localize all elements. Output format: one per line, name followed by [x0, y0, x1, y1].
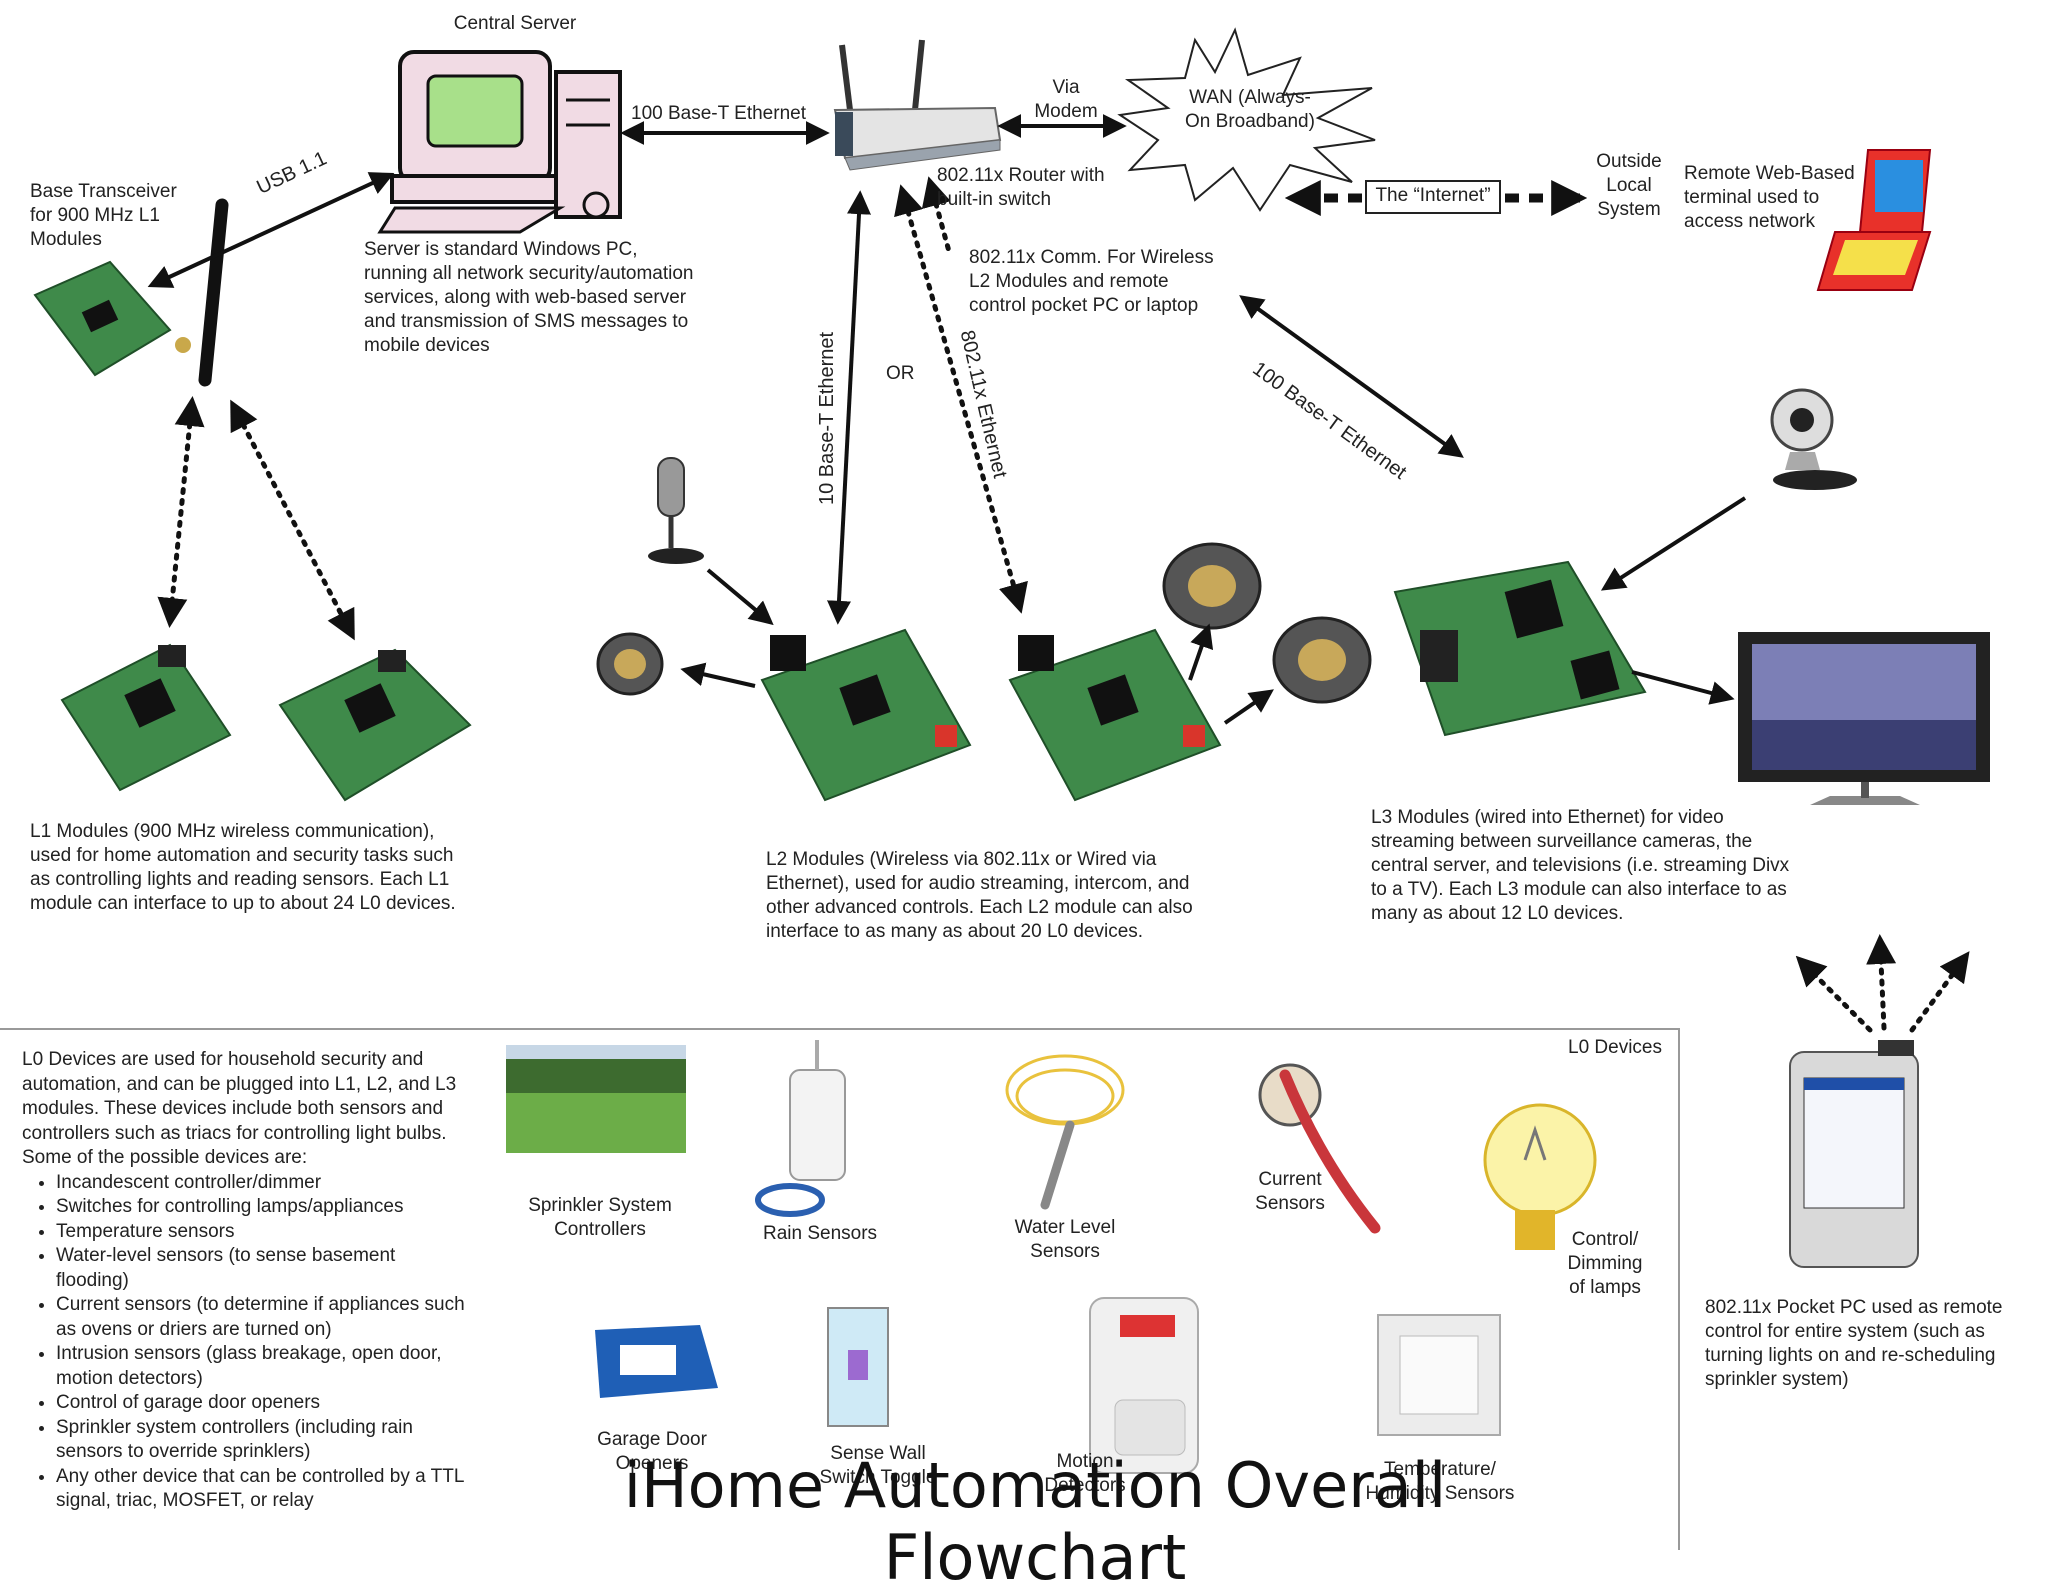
mic-to-l2-arrow — [706, 568, 774, 626]
webcam-icon — [1770, 388, 1857, 490]
l2-wireless-arrow — [894, 184, 1028, 614]
water-level-sensor-picture — [1005, 1054, 1125, 1210]
pocketpc-wireless-arrow-1 — [1795, 955, 1873, 1033]
list-item: Current sensors (to determine if applian… — [56, 1293, 472, 1342]
list-item: Sprinkler system controllers (including … — [56, 1416, 472, 1465]
list-item: Switches for controlling lamps/appliance… — [56, 1195, 472, 1220]
l3-ethernet-arrow — [1239, 295, 1464, 458]
or-label: OR — [886, 363, 915, 384]
list-item: Incandescent controller/dimmer — [56, 1171, 472, 1196]
pocket-pc-icon — [1789, 1040, 1919, 1268]
usb-link-arrow — [147, 172, 395, 288]
l0-devices-list: L0 Devices are used for household securi… — [22, 1048, 472, 1514]
outside-local-system-label: Outside Local System — [1596, 151, 1662, 220]
l1-module-boards-icon — [60, 643, 472, 802]
l2-to-speaker-2-arrow — [1188, 623, 1214, 681]
wireless-comm-label: 802.11x Comm. For Wireless L2 Modules an… — [969, 247, 1214, 316]
central-server-label: Central Server — [453, 13, 577, 34]
list-item: Control of garage door openers — [56, 1391, 472, 1416]
wan-label: WAN (Always- On Broadband) — [1185, 87, 1315, 132]
speaker-icon — [596, 542, 1372, 704]
list-item: Water-level sensors (to sense basement f… — [56, 1244, 472, 1293]
wireless-comm-arrow — [921, 176, 953, 258]
water-level-label: Water Level Sensors — [1014, 1217, 1116, 1262]
lamp-control-label: Control/ Dimming of lamps — [1567, 1229, 1643, 1298]
router-label: 802.11x Router with built-in switch — [937, 165, 1105, 210]
l0-intro: L0 Devices are used for household securi… — [22, 1049, 457, 1168]
central-server-computer-icon — [377, 50, 622, 234]
flowchart-diagram — [33, 27, 1990, 1474]
pocketpc-wireless-arrow-3 — [1909, 951, 1970, 1033]
current-sensor-label: Current Sensors — [1255, 1169, 1325, 1214]
list-item: Temperature sensors — [56, 1220, 472, 1245]
garage-opener-picture — [595, 1325, 718, 1398]
l3-module-board-icon — [1393, 560, 1647, 737]
server-router-link-label: 100 Base-T Ethernet — [631, 103, 806, 124]
l0-devices-panel — [0, 1028, 1680, 1550]
garage-door-label: Garage Door Openers — [597, 1429, 707, 1474]
lamp-picture — [1483, 1103, 1597, 1250]
l3-to-tv-arrow — [1631, 670, 1735, 705]
l0-devices-heading: L0 Devices — [1568, 1037, 1662, 1058]
microphone-icon — [648, 457, 704, 564]
television-icon — [1738, 632, 1990, 805]
l1-wireless-arrow-1 — [157, 396, 205, 628]
list-item: Any other device that can be controlled … — [56, 1465, 472, 1514]
motion-detector-label: Motion Detectors — [1044, 1451, 1126, 1496]
remote-laptop-icon — [1816, 149, 1932, 291]
motion-detector-picture — [1089, 1297, 1199, 1474]
current-sensor-picture — [1258, 1063, 1381, 1234]
rain-sensor-label: Rain Sensors — [762, 1223, 878, 1244]
router-icon — [833, 39, 1002, 171]
internet-label: The “Internet” — [1375, 185, 1491, 206]
sprinkler-picture — [506, 1045, 686, 1153]
l1-wireless-arrow-2 — [230, 399, 355, 641]
via-modem-label: Via Modem — [1034, 77, 1098, 122]
sprinkler-label: Sprinkler System Controllers — [528, 1195, 672, 1240]
rain-sensor-picture — [755, 1040, 846, 1217]
pocketpc-wireless-arrow-2 — [1866, 934, 1897, 1031]
l2-wired-label: 10 Base-T Ethernet — [816, 331, 838, 505]
l2-wired-arrow — [827, 190, 871, 625]
pocket-pc-description: 802.11x Pocket PC used as remote control… — [1705, 1297, 2003, 1390]
server-description: Server is standard Windows PC, running a… — [364, 239, 694, 356]
temperature-sensor-label: Temperature/ Humidity Sensors — [1365, 1459, 1515, 1504]
l2-description: L2 Modules (Wireless via 802.11x or Wire… — [766, 849, 1193, 942]
wan-cloud-icon — [1117, 27, 1376, 212]
wall-switch-label: Sense Wall Switch Toggle — [819, 1443, 937, 1488]
l3-description: L3 Modules (wired into Ethernet) for vid… — [1371, 807, 1790, 924]
list-item: Intrusion sensors (glass breakage, open … — [56, 1342, 472, 1391]
l1-description: L1 Modules (900 MHz wireless communicati… — [30, 821, 456, 914]
base-transceiver-label: Base Transceiver for 900 MHz L1 Modules — [30, 181, 177, 250]
wall-switch-picture — [827, 1307, 889, 1427]
temperature-sensor-picture — [1377, 1314, 1501, 1436]
webcam-to-l3-arrow — [1600, 496, 1747, 591]
l2-to-speaker-arrow — [680, 662, 756, 688]
l2-to-speaker-3-arrow — [1223, 689, 1274, 725]
internet-box — [1365, 180, 1501, 214]
page-title: iHome Automation Overall Flowchart — [623, 1449, 1447, 1594]
remote-terminal-label: Remote Web-Based terminal used to access… — [1684, 163, 1855, 232]
l2-module-boards-icon — [760, 628, 1222, 802]
